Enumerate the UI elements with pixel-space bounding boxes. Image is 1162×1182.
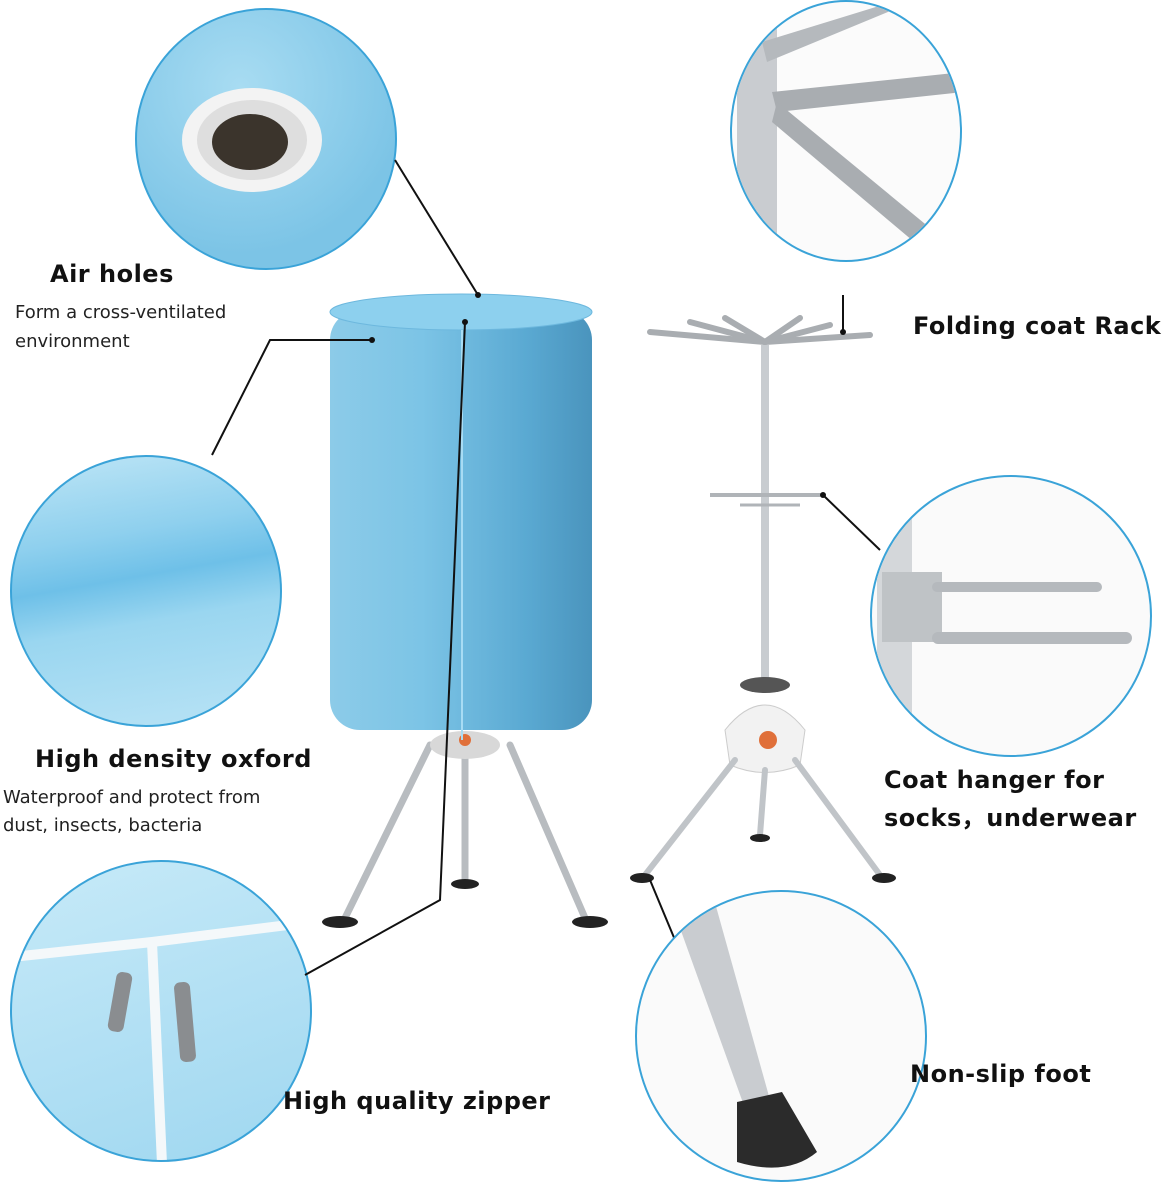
coat-hanger-detail-image <box>870 475 1152 757</box>
rack-arm-icon <box>737 2 960 260</box>
folding-rack-detail-image <box>730 0 962 262</box>
feature-title-zipper: High quality zipper <box>283 1087 551 1115</box>
feature-title-hanger: Coat hanger for <box>884 766 1105 794</box>
feature-title-foot: Non-slip foot <box>910 1060 1092 1088</box>
coat-rack <box>630 315 896 883</box>
feature-title-hanger-line2: socks，underwear <box>884 804 1137 832</box>
zipper-icon <box>12 917 310 1160</box>
air-hole-icon <box>182 88 322 192</box>
hanger-icon <box>877 477 1132 755</box>
feature-title-rack: Folding coat Rack <box>913 312 1162 340</box>
feature-desc-line: Form a cross-ventilated <box>15 302 227 323</box>
foot-icon <box>667 892 817 1168</box>
non-slip-foot-detail-image <box>635 890 927 1182</box>
dryer-legs <box>341 741 589 922</box>
feature-desc-line: Waterproof and protect from <box>3 787 261 808</box>
feature-desc-line: environment <box>15 331 130 352</box>
air-holes-detail-image <box>135 8 397 270</box>
zipper-detail-image <box>10 860 312 1162</box>
feature-desc-line: dust, insects, bacteria <box>3 815 203 836</box>
oxford-fabric-detail-image <box>10 455 282 727</box>
feature-title-air-holes: Air holes <box>50 260 174 288</box>
feature-title-oxford: High density oxford <box>35 745 312 773</box>
